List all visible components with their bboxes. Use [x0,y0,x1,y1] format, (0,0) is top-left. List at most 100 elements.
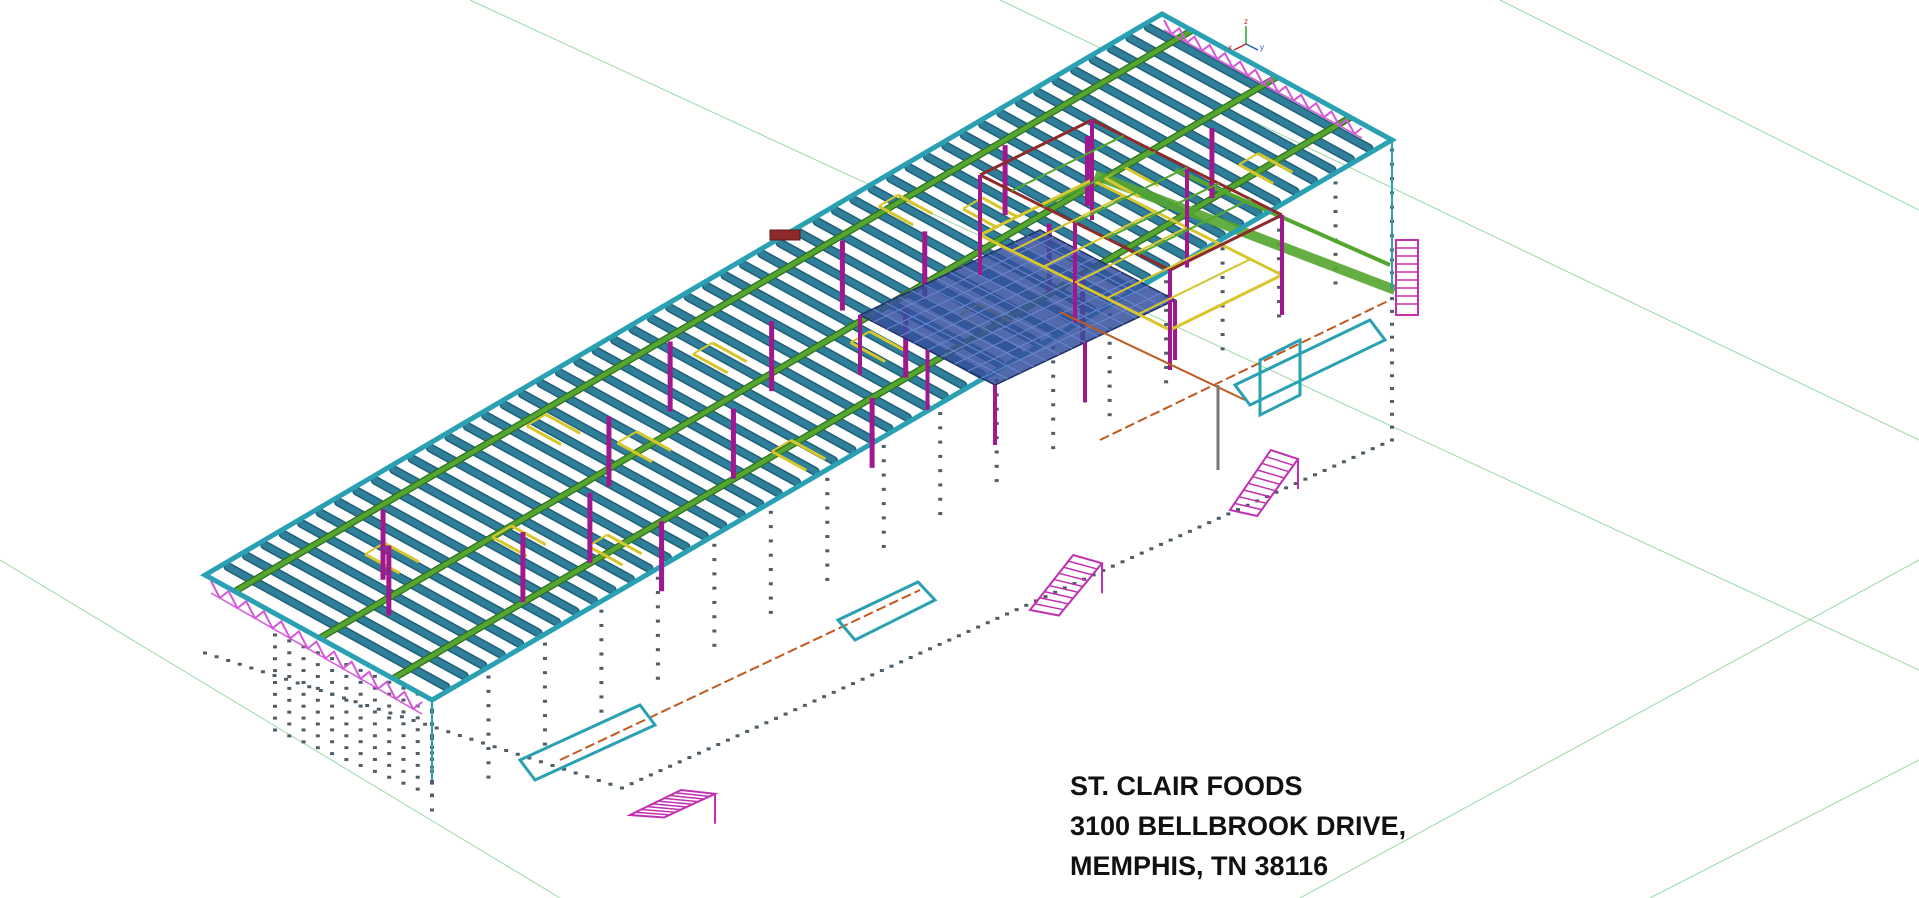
foundation-pier [712,586,717,590]
foundation-pier [768,567,773,571]
foundation-pier [415,740,420,744]
foundation-pier [344,698,349,702]
foundation-pier [358,740,363,744]
foundation-pier [542,656,547,660]
foundation-pier [783,712,788,716]
opening-header [711,341,748,364]
foundation-pier [1351,455,1356,459]
foundation-pier [712,543,717,547]
foundation-pier [768,510,773,514]
foundation-piers [203,148,1394,812]
foundation-pier [1159,542,1163,546]
foundation-pier [706,747,711,751]
stair-assembly [1228,448,1300,518]
foundation-pier [481,741,485,745]
axis-triad-icon[interactable]: z x y [1228,17,1264,52]
foundation-pier [315,710,320,714]
foundation-pier [542,699,547,703]
foundation-pier [599,681,604,685]
foundation-pier [372,698,377,702]
stair-assembly-tread [1058,572,1088,582]
foundation-pier [774,716,778,720]
foundation-pier [358,763,363,767]
foundation-pier [301,728,306,732]
opening-header [587,544,624,567]
grid-line [0,559,561,898]
foundation-pier [599,609,604,613]
foundation-pier [1226,512,1231,516]
opening-header [616,441,653,464]
foundation-pier [387,775,392,779]
foundation-pier [486,675,491,679]
foundation-pier [1322,468,1327,472]
stair-assembly-tread [663,797,699,803]
foundation-pier [486,746,491,750]
foundation-pier [415,751,420,755]
foundation-pier [1245,503,1250,507]
foundation-pier [1051,389,1056,393]
foundation-pier [1390,322,1394,326]
foundation-pier [542,728,547,732]
foundation-pier [1168,538,1173,542]
opening-header [771,450,808,472]
foundation-pier [273,728,277,732]
foundation-pier [542,742,547,746]
foundation-pier [301,716,306,720]
foundation-pier [372,734,377,738]
foundation-pier [825,577,830,581]
grid-line [1499,0,1919,211]
wall-bracing [1163,29,1363,139]
foundation-pier [358,680,363,684]
foundation-pier [712,600,717,604]
foundation-pier [1390,335,1394,339]
office-top-beam [979,118,1093,177]
foundation-pier [802,703,807,707]
opening-header [1238,152,1259,166]
foundation-pier [415,728,420,732]
foundation-pier [415,763,420,767]
foundation-pier [881,530,886,534]
foundation-pier [599,709,604,713]
foundation-pier [793,708,798,712]
foundation-pier [1005,612,1009,616]
foundation-pier [677,760,682,764]
foundation-pier [387,692,392,696]
foundation-pier [1390,297,1394,301]
foundation-pier [486,732,491,736]
foundation-pier [825,506,830,510]
foundation-pier [287,686,292,690]
project-city: MEMPHIS, TN 38116 [1070,851,1329,881]
canopy-frame [1258,337,1302,418]
foundation-pier [411,719,416,722]
foundation-pier [1051,446,1056,450]
foundation-pier [976,625,981,629]
stair-assembly-tread [1044,590,1074,599]
foundation-pier [1277,300,1282,304]
foundation-pier [1390,425,1394,429]
foundation-pier [430,781,434,785]
mezzanine-grid-line [886,243,1068,330]
foundation-pier [273,669,277,673]
foundation-pier [315,734,320,738]
foundation-pier [825,520,830,524]
opening-header [616,430,638,444]
office-frame [559,118,1391,761]
foundation-pier [457,734,462,737]
foundation-pier [899,660,904,664]
foundation-pier [1207,521,1212,525]
office-roof-member [1106,182,1220,240]
foundation-pier [938,412,943,416]
stair-assembly-tread [635,811,670,816]
foundation-pier [1277,228,1282,232]
foundation-pier [938,454,943,458]
foundation-pier [1187,529,1192,533]
foundation-pier [908,656,913,659]
foundation-pier [1390,399,1394,403]
foundation-pier [430,794,434,798]
foundation-pier [330,752,335,756]
foundation-pier [401,734,406,738]
opening-header [526,413,547,427]
office-floor-beam [1169,273,1283,332]
foundation-pier [330,692,335,696]
